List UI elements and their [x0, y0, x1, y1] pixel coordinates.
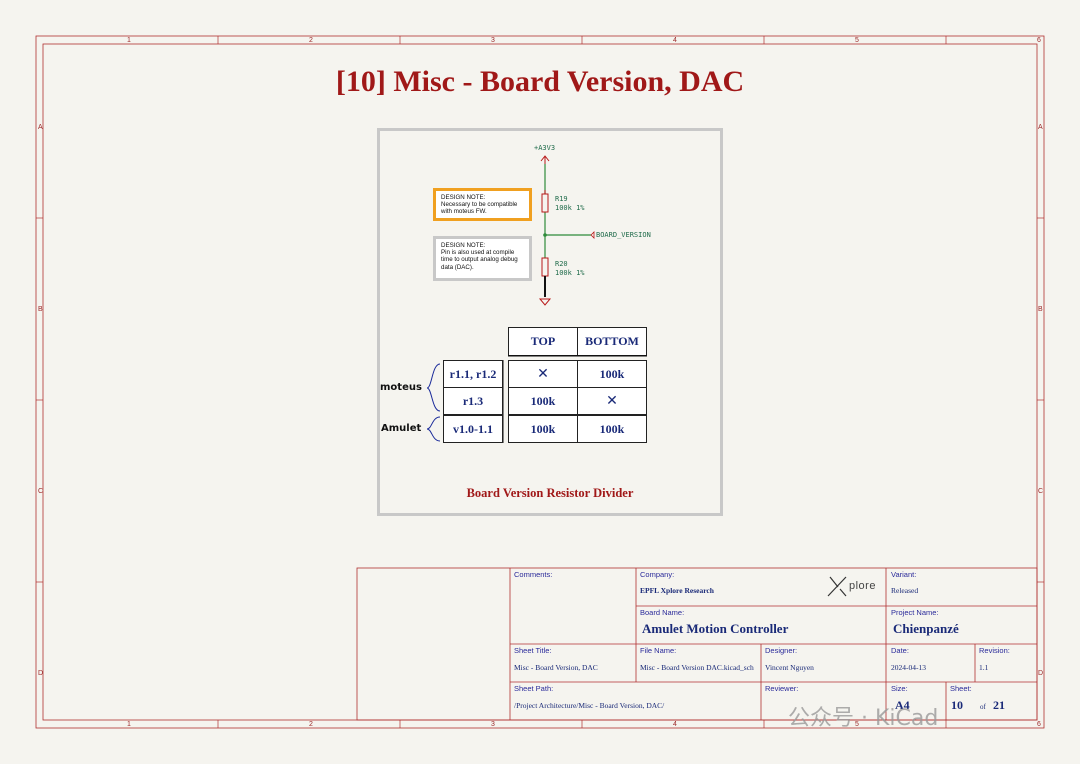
- sheet-of-label: of: [980, 703, 986, 711]
- watermark: 公众号 · KiCad: [788, 706, 939, 731]
- column-label: 6: [1037, 37, 1041, 44]
- company-value: EPFL Xplore Research: [640, 586, 714, 595]
- size-label: Size:: [891, 684, 908, 693]
- column-label: 6: [1037, 721, 1041, 728]
- note-title: DESIGN NOTE:: [441, 194, 486, 201]
- row-label: D: [38, 670, 44, 677]
- design-note-compat: DESIGN NOTE: Necessary to be compatible …: [433, 188, 532, 221]
- size-value: A4: [895, 698, 910, 712]
- note-line: time to output analog debug: [441, 256, 518, 264]
- project-name-label: Project Name:: [891, 608, 939, 617]
- ground-symbol: [538, 298, 552, 306]
- column-label: 5: [855, 721, 859, 728]
- version-cell: v1.0-1.1: [443, 415, 503, 443]
- r20-ref: R20: [555, 260, 568, 268]
- file-name-label: File Name:: [640, 646, 677, 655]
- board-version-net-label: BOARD_VERSION: [596, 231, 651, 239]
- board-name-value: Amulet Motion Controller: [642, 621, 789, 636]
- note-line: Pin is also used at compile: [441, 249, 515, 257]
- power-net-label: +A3V3: [534, 144, 556, 152]
- sheet-title-label: Sheet Title:: [514, 646, 552, 655]
- bottom-cell: 100k: [577, 360, 647, 388]
- column-label: 1: [127, 37, 131, 44]
- date-value: 2024-04-13: [891, 663, 926, 672]
- column-label: 3: [491, 721, 495, 728]
- xplore-logo-icon: [827, 576, 847, 597]
- note-line: Necessary to be compatible: [441, 201, 518, 209]
- board-name-label: Board Name:: [640, 608, 685, 617]
- comments-label: Comments:: [514, 570, 553, 579]
- date-label: Date:: [891, 646, 909, 655]
- row-label: A: [38, 124, 43, 131]
- resistor-r19: [541, 190, 549, 213]
- resistor-r20: [541, 257, 549, 277]
- revision-value: 1.1: [979, 663, 989, 672]
- sheet-number: 10: [951, 698, 963, 712]
- brace-moteus: [426, 363, 441, 412]
- note-line: data (DAC).: [441, 263, 474, 271]
- top-cell: ✕: [508, 360, 578, 388]
- version-cell: r1.1, r1.2: [443, 360, 503, 388]
- column-label: 2: [309, 721, 313, 728]
- net-label-flag: [590, 231, 595, 239]
- file-name-value: Misc - Board Version DAC.kicad_sch: [640, 663, 754, 672]
- column-label: 2: [309, 37, 313, 44]
- column-label: 4: [673, 37, 677, 44]
- header-top: TOP: [508, 327, 578, 355]
- sheet-title: [10] Misc - Board Version, DAC: [335, 65, 745, 98]
- designer-label: Designer:: [765, 646, 798, 655]
- r19-ref: R19: [555, 195, 568, 203]
- company-label: Company:: [640, 570, 675, 579]
- bottom-cell: ✕: [577, 387, 647, 415]
- brace-amulet: [426, 416, 441, 442]
- sheet-total: 21: [993, 698, 1005, 712]
- note-line: with moteus FW.: [441, 208, 487, 216]
- group-label-amulet: Amulet: [381, 423, 422, 434]
- variant-value: Released: [891, 586, 919, 595]
- row-label: C: [38, 488, 44, 495]
- variant-label: Variant:: [891, 570, 917, 579]
- top-cell: 100k: [508, 415, 578, 443]
- schematic-panel: [377, 128, 723, 516]
- sheet-path-value: /Project Architecture/Misc - Board Versi…: [514, 701, 665, 710]
- top-cell: 100k: [508, 387, 578, 415]
- reviewer-label: Reviewer:: [765, 684, 799, 693]
- designer-value: Vincent Nguyen: [765, 663, 814, 672]
- note-title: DESIGN NOTE:: [441, 242, 486, 249]
- column-label: 3: [491, 37, 495, 44]
- junction-dot: [543, 233, 547, 237]
- header-bottom: BOTTOM: [577, 327, 647, 355]
- column-label: 1: [127, 721, 131, 728]
- logo-text: plore: [849, 580, 876, 592]
- row-label: C: [1038, 488, 1044, 495]
- group-label-moteus: moteus: [380, 382, 422, 393]
- project-name-value: Chienpanzé: [893, 621, 959, 636]
- design-note-dac: DESIGN NOTE: Pin is also used at compile…: [433, 236, 532, 281]
- column-label: 5: [855, 37, 859, 44]
- row-label: D: [1038, 670, 1044, 677]
- power-symbol: [540, 155, 550, 164]
- row-label: B: [38, 306, 43, 313]
- bottom-cell: 100k: [577, 415, 647, 443]
- row-label: B: [1038, 306, 1043, 313]
- revision-label: Revision:: [979, 646, 1010, 655]
- r19-value: 100k 1%: [555, 204, 585, 212]
- version-cell: r1.3: [443, 387, 503, 415]
- r20-value: 100k 1%: [555, 269, 585, 277]
- row-label: A: [1038, 124, 1043, 131]
- sheet-path-label: Sheet Path:: [514, 684, 554, 693]
- sheet-title-value: Misc - Board Version, DAC: [514, 663, 598, 672]
- column-label: 4: [673, 721, 677, 728]
- table-caption: Board Version Resistor Divider: [466, 486, 634, 500]
- sheet-label: Sheet:: [950, 684, 972, 693]
